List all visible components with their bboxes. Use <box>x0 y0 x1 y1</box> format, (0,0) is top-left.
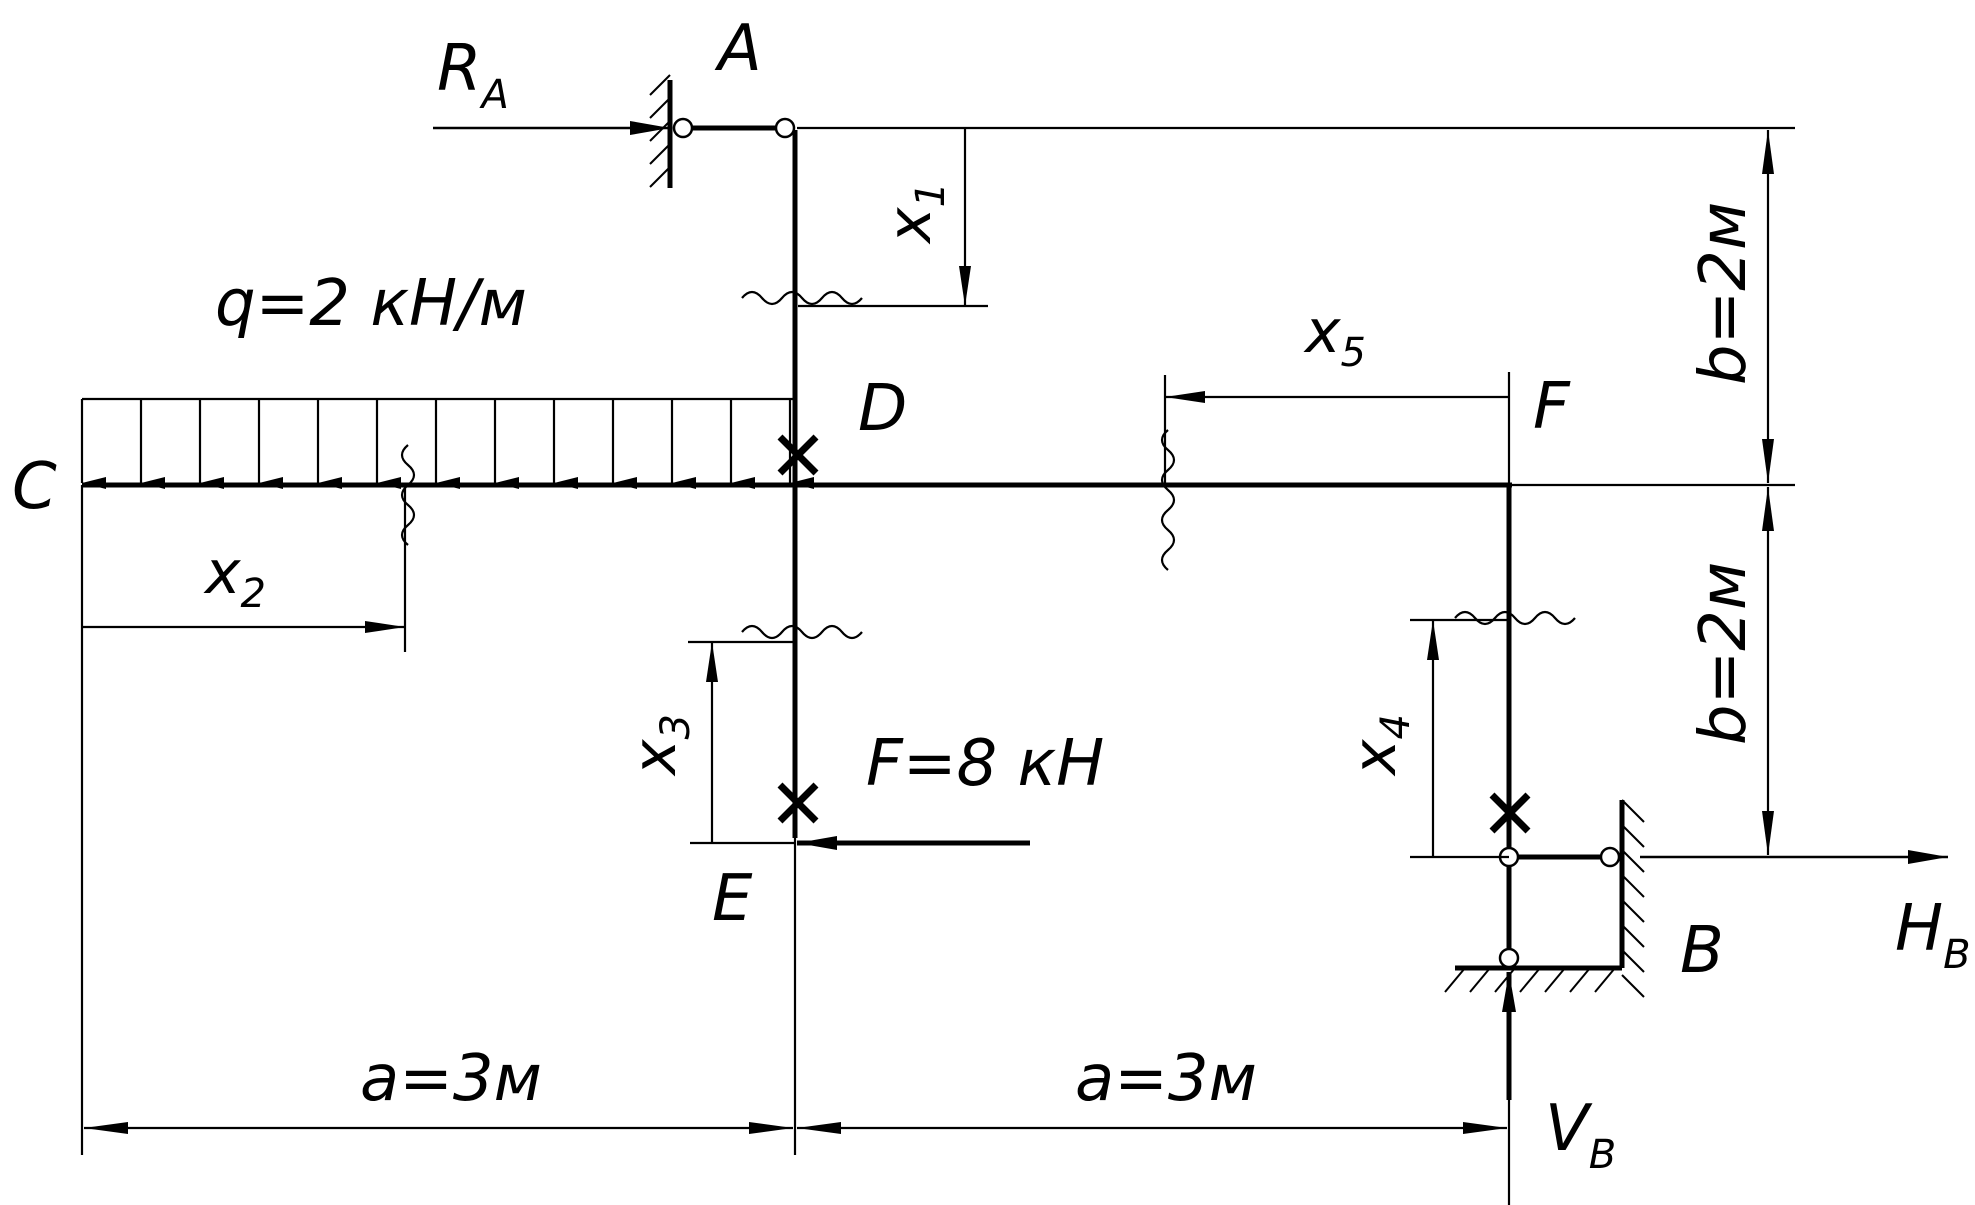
load-label-q: q=2 кН/м <box>215 267 527 341</box>
coord-label-x2: x2 <box>203 538 266 617</box>
point-label-c: C <box>12 450 57 524</box>
coord-label-x3: x3 <box>620 714 699 777</box>
dim-label-b-top: b=2м <box>1687 202 1761 385</box>
point-label-e: E <box>712 862 753 936</box>
reaction-label-ra: RA <box>437 32 509 118</box>
point-label-f: F <box>1533 370 1571 444</box>
dim-label-a-left: a=3м <box>360 1042 542 1116</box>
hinge-a-support <box>672 117 694 139</box>
cross-b <box>1489 792 1531 834</box>
reaction-label-hb: HB <box>1895 892 1971 978</box>
coord-label-x1: x1 <box>875 182 954 245</box>
hinge-a-frame <box>774 117 796 139</box>
point-label-b: B <box>1680 914 1724 988</box>
load-label-f: F=8 кН <box>866 727 1104 801</box>
reaction-label-vb: VB <box>1545 1092 1616 1178</box>
point-label-d: D <box>858 372 907 446</box>
hinge-b-ground <box>1498 947 1520 969</box>
dim-label-b-bottom: b=2м <box>1687 562 1761 745</box>
cross-d <box>777 434 819 476</box>
point-label-a: A <box>714 12 762 86</box>
dimensions <box>80 126 1795 1205</box>
support-hatching <box>649 74 1645 998</box>
section-coordinates <box>82 128 1576 859</box>
section-cut-2 <box>400 444 416 546</box>
distributed-load <box>80 397 814 489</box>
hinge-b-wall <box>1599 846 1621 868</box>
section-cut-4 <box>1454 610 1576 626</box>
labels: A C D E F B RA HB VB q=2 кН/м F=8 кН x1 … <box>12 12 1971 1178</box>
coord-label-x5: x5 <box>1303 297 1366 376</box>
hinges <box>672 117 1621 969</box>
cross-e <box>777 782 819 824</box>
section-cut-5 <box>1160 429 1176 571</box>
forces <box>433 121 1948 1100</box>
section-cut-3 <box>741 624 863 640</box>
coord-label-x4: x4 <box>1340 714 1419 777</box>
dim-label-a-right: a=3м <box>1075 1042 1257 1116</box>
section-cut-1 <box>741 290 863 306</box>
point-markers <box>777 434 1531 834</box>
